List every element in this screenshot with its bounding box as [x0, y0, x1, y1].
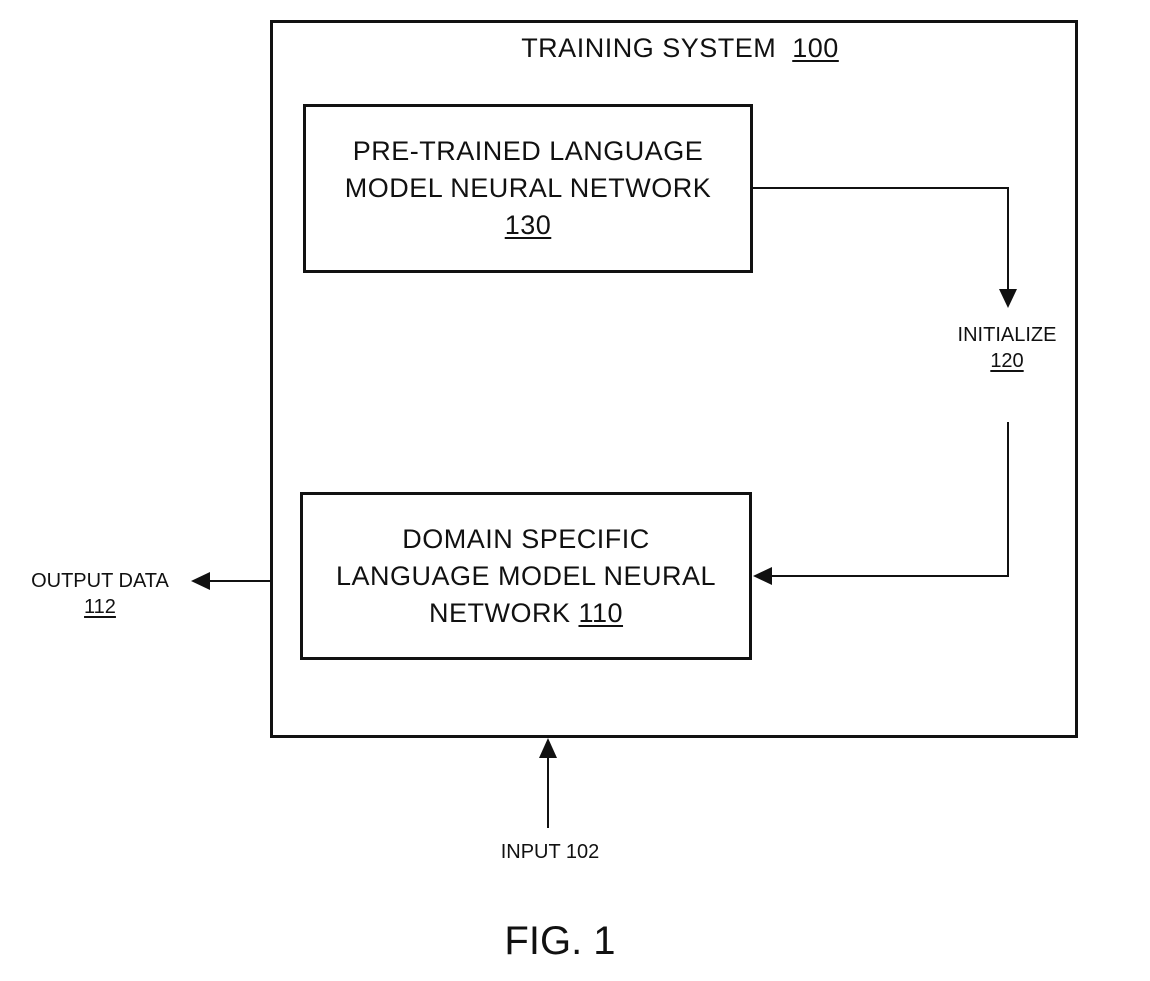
- initialize-arrow-bottom: [753, 422, 1008, 585]
- input-arrow: [539, 738, 557, 828]
- output-arrow: [191, 572, 270, 590]
- initialize-arrow-top: [753, 188, 1017, 308]
